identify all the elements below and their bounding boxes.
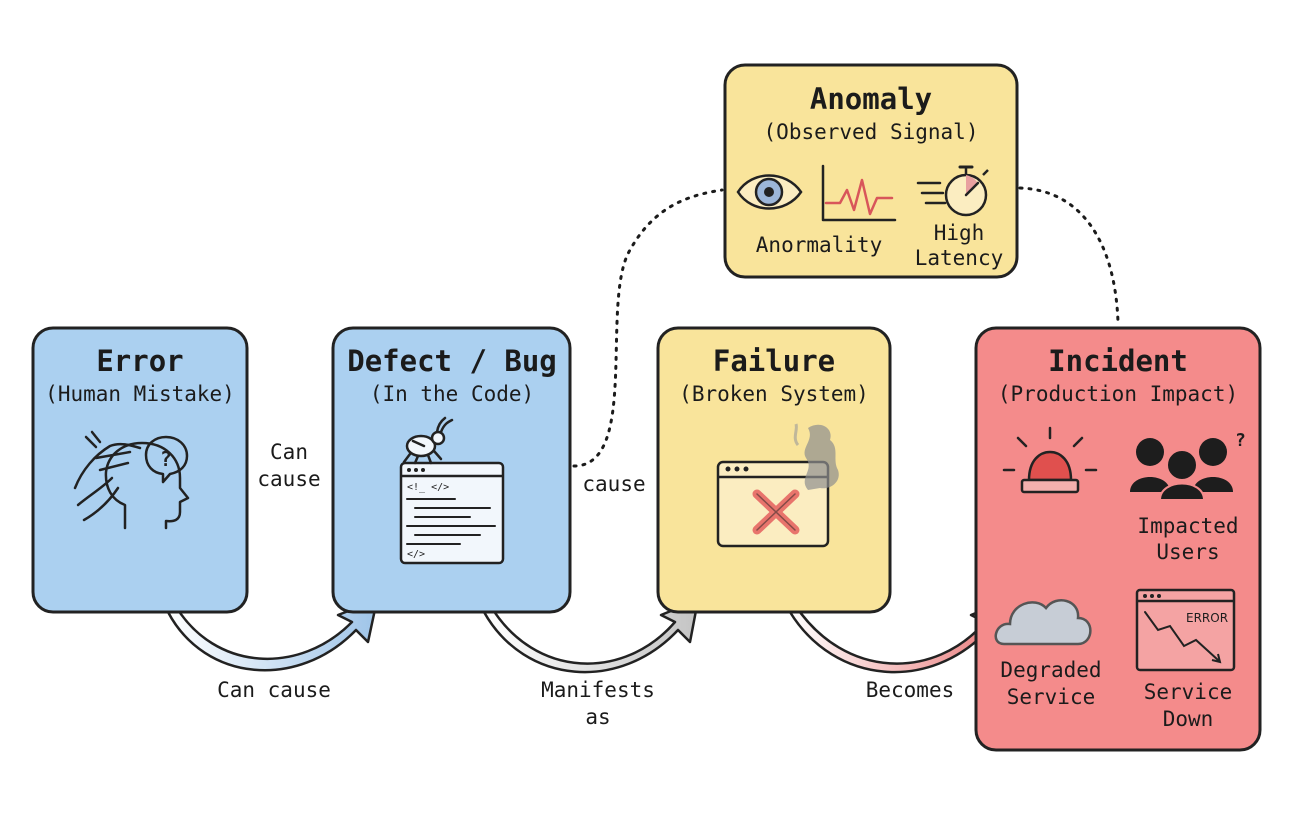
- edge-label-can-cause-top-2: cause: [257, 467, 320, 491]
- incident-degraded-label-2: Service: [1007, 685, 1096, 709]
- node-failure-subtitle: (Broken System): [679, 382, 869, 406]
- node-anomaly-title: Anomaly: [810, 82, 932, 116]
- dotted-connector-anomaly-incident: [1018, 186, 1120, 324]
- node-anomaly-box: [723, 63, 1019, 279]
- node-incident: Incident (Production Impact) ? Impacted …: [974, 326, 1262, 752]
- edge-label-manifests-2: as: [585, 705, 610, 729]
- node-defect: Defect / Bug (In the Code) <!_ </> </>: [331, 326, 572, 614]
- node-failure-title: Failure: [713, 344, 835, 378]
- thinking-head-icon: ?: [73, 430, 190, 530]
- edge-label-becomes: Becomes: [866, 678, 955, 702]
- stopwatch-icon: [916, 165, 989, 217]
- node-failure: Failure (Broken System): [656, 326, 892, 614]
- pulse-chart-icon: [821, 164, 897, 222]
- bug-icon: [402, 416, 454, 465]
- svg-text:</>: </>: [407, 549, 425, 560]
- node-defect-title: Defect / Bug: [347, 344, 557, 378]
- node-error-subtitle: (Human Mistake): [45, 382, 235, 406]
- incident-degraded-label-1: Degraded: [1000, 658, 1101, 682]
- node-anomaly-subtitle: (Observed Signal): [764, 120, 979, 144]
- incident-down-label-1: Service: [1144, 680, 1233, 704]
- anomaly-latency-label-2: Latency: [915, 246, 1004, 270]
- node-incident-subtitle: (Production Impact): [998, 382, 1238, 406]
- eye-icon: [736, 174, 803, 210]
- edge-label-can-cause-bottom: Can cause: [217, 678, 331, 702]
- edge-label-cause: cause: [582, 472, 645, 496]
- incident-down-label-2: Down: [1163, 707, 1214, 731]
- svg-text:<!_ </>: <!_ </>: [407, 482, 449, 493]
- edge-label-can-cause-top-1: Can: [270, 440, 308, 464]
- node-incident-title: Incident: [1048, 344, 1188, 378]
- incident-users-label-2: Users: [1156, 540, 1219, 564]
- svg-text:?: ?: [1235, 430, 1246, 451]
- svg-text:?: ?: [160, 447, 172, 471]
- node-error-box: [31, 326, 249, 614]
- node-error: Error (Human Mistake) ?: [31, 326, 249, 614]
- broken-window-icon: [716, 460, 830, 548]
- dotted-connector-defect-anomaly: [572, 188, 724, 468]
- anomaly-abnormality-label: Anormality: [756, 233, 882, 257]
- incident-error-tag: ERROR: [1186, 611, 1228, 625]
- anomaly-latency-label-1: High: [934, 221, 985, 245]
- node-defect-subtitle: (In the Code): [370, 382, 534, 406]
- node-anomaly: Anomaly (Observed Signal) Anormality Hig…: [723, 63, 1019, 279]
- users-icon: ?: [1130, 430, 1246, 501]
- node-error-title: Error: [96, 344, 183, 378]
- incident-users-label-1: Impacted: [1137, 514, 1238, 538]
- edge-label-manifests-1: Manifests: [541, 678, 655, 702]
- arrow-error-to-defect: [166, 598, 379, 672]
- code-window-icon: <!_ </> </>: [399, 461, 505, 565]
- smoke-icon: [793, 423, 839, 490]
- arrow-defect-to-failure: [482, 598, 700, 674]
- siren-icon: [1002, 426, 1098, 494]
- cloud-icon: [994, 599, 1092, 646]
- error-chart-icon: ERROR: [1135, 588, 1236, 672]
